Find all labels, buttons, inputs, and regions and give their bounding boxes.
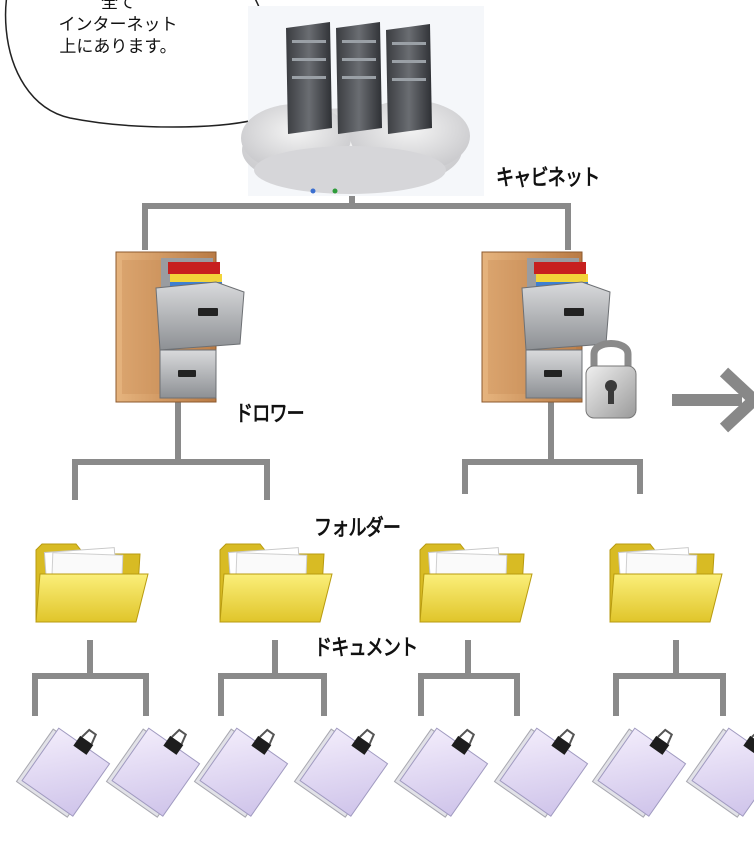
folder-icon xyxy=(419,543,533,623)
clipped-document-icon xyxy=(493,711,598,821)
clipped-document-icon xyxy=(393,711,498,821)
clipped-document-icon xyxy=(105,711,210,821)
bubble-line-3: 上にあります。 xyxy=(59,37,177,57)
label-folder: フォルダー xyxy=(314,516,401,541)
folder-icon xyxy=(35,543,149,623)
arrow-right-icon xyxy=(672,367,754,433)
folder-icon xyxy=(219,543,333,623)
folder-icon xyxy=(609,543,723,623)
server-cloud-icon xyxy=(241,6,484,196)
clipped-document-icon xyxy=(293,711,398,821)
speech-bubble-text: 全て インターネット 上にあります。 xyxy=(18,0,218,58)
filing-cabinet-icon xyxy=(115,251,245,403)
label-cabinet: キャビネット xyxy=(496,166,600,191)
label-document: ドキュメント xyxy=(314,636,418,661)
bubble-line-2: インターネット xyxy=(58,15,178,35)
bubble-line-1: 全て xyxy=(101,0,135,13)
connector-lines xyxy=(32,196,726,716)
clipped-document-icon xyxy=(193,711,298,821)
padlock-icon xyxy=(585,340,637,419)
label-drawer: ドロワー xyxy=(235,402,305,427)
clipped-document-icon xyxy=(15,711,120,821)
clipped-document-icon xyxy=(591,711,696,821)
clipped-document-icon xyxy=(685,711,754,821)
